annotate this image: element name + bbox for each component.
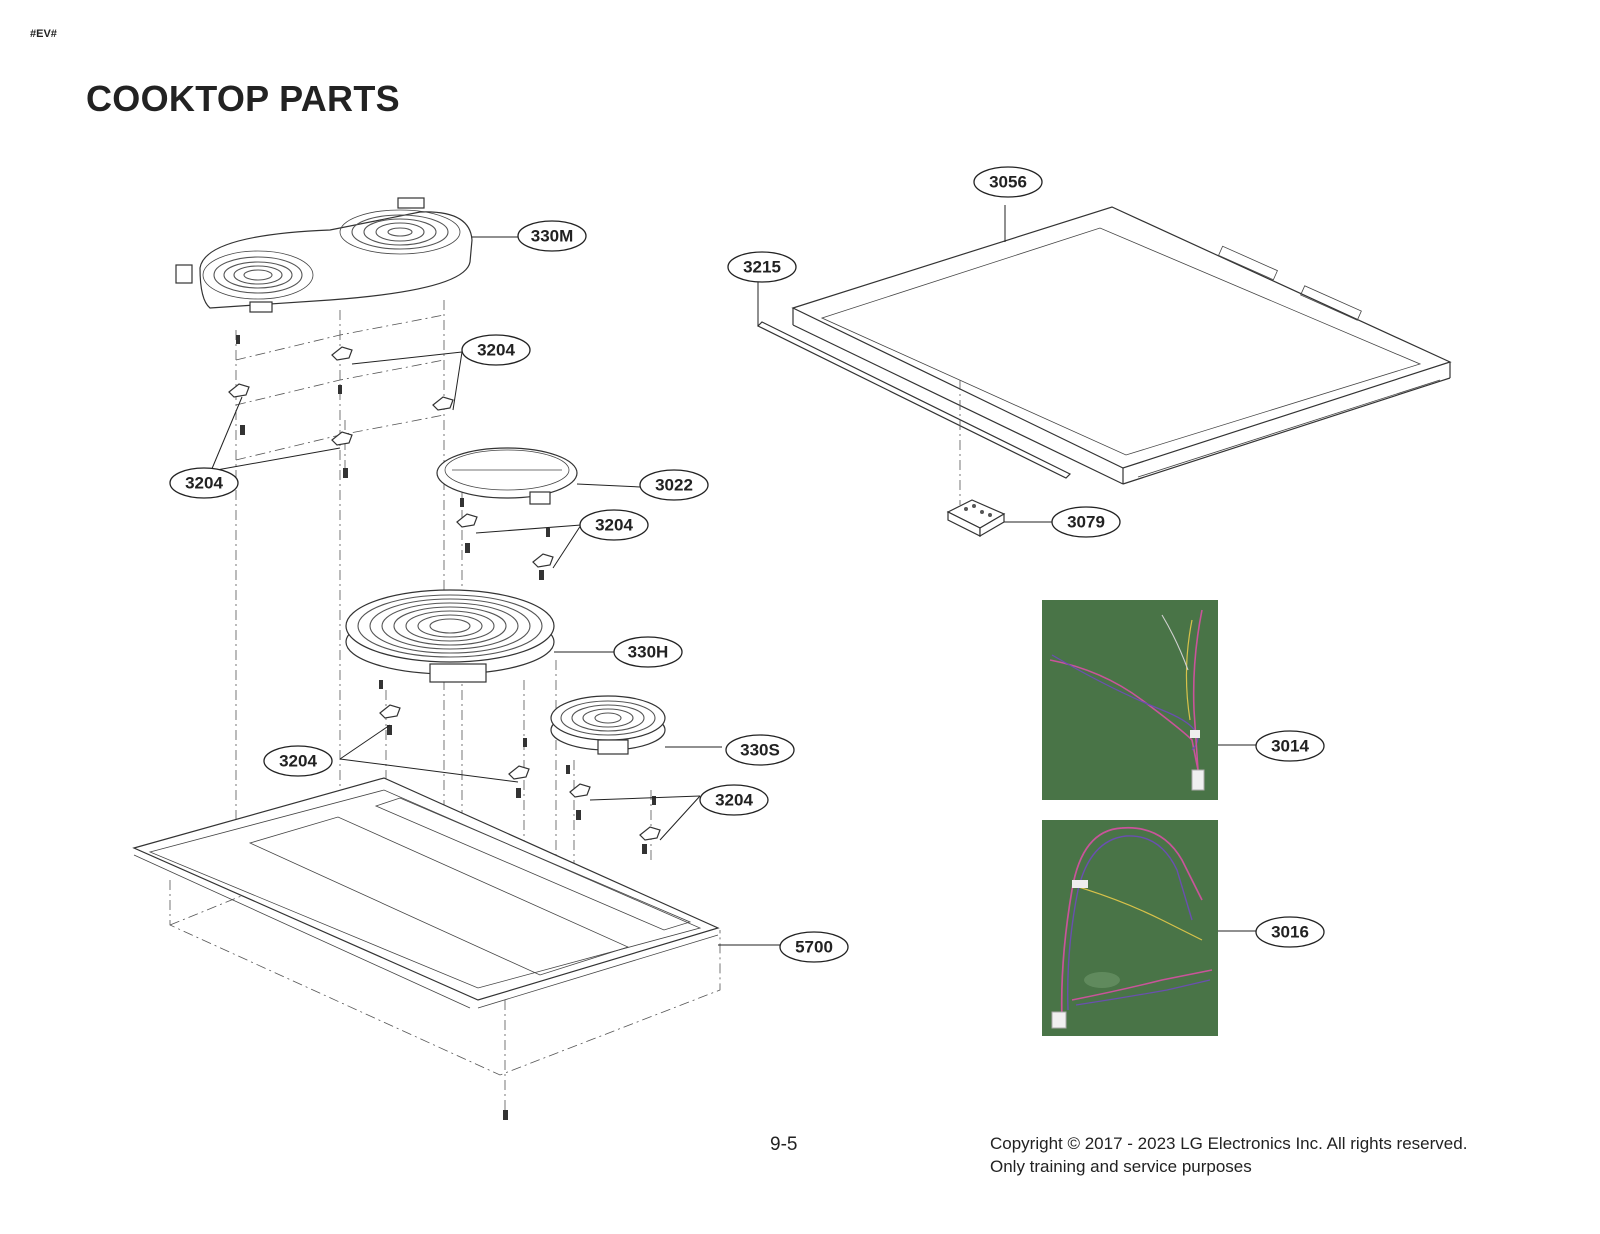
leader-lines [210, 205, 1256, 946]
callout-330h: 330H [613, 636, 683, 668]
svg-text:330S: 330S [740, 741, 780, 760]
cooktop-tray-5700[interactable] [132, 777, 720, 1009]
callout-5700: 5700 [779, 931, 849, 963]
svg-text:3056: 3056 [989, 173, 1027, 192]
svg-text:330M: 330M [531, 227, 574, 246]
radiant-element-330s[interactable] [550, 695, 666, 755]
callout-3204-right: 3204 [699, 784, 769, 816]
callout-3079: 3079 [1051, 506, 1121, 538]
glass-seal-3215[interactable] [756, 321, 1072, 479]
callout-330m: 330M [517, 220, 587, 252]
callout-3056: 3056 [973, 166, 1043, 198]
copyright-line: Copyright © 2017 - 2023 LG Electronics I… [990, 1134, 1468, 1153]
callout-3016: 3016 [1255, 916, 1325, 948]
svg-text:3016: 3016 [1271, 923, 1309, 942]
svg-text:3204: 3204 [279, 752, 317, 771]
wire-harness-photo-3016 [1042, 820, 1218, 1036]
svg-text:3014: 3014 [1271, 737, 1309, 756]
svg-text:3204: 3204 [477, 341, 515, 360]
wire-harness-photo-3014 [1042, 600, 1218, 800]
svg-text:3204: 3204 [185, 474, 223, 493]
cooktop-frame-3056[interactable] [791, 206, 1452, 485]
callout-330s: 330S [725, 734, 795, 766]
element-brackets-3204[interactable] [228, 335, 661, 1120]
svg-text:3204: 3204 [595, 516, 633, 535]
svg-text:3022: 3022 [655, 476, 693, 495]
callout-3215: 3215 [727, 251, 797, 283]
document-code: #EV# [30, 28, 57, 40]
element-ring-3022[interactable] [436, 447, 578, 505]
terminal-block-3079[interactable] [946, 499, 1006, 538]
callout-3014: 3014 [1255, 730, 1325, 762]
callout-3204-top: 3204 [461, 334, 531, 366]
page-title: COOKTOP PARTS [86, 78, 400, 119]
page-number: 9-5 [770, 1134, 798, 1155]
usage-note: Only training and service purposes [990, 1157, 1252, 1176]
callout-3204-mid: 3204 [579, 509, 649, 541]
wire-harness-3014-icon [1042, 600, 1218, 800]
svg-text:330H: 330H [628, 643, 669, 662]
dual-radiant-element-330m[interactable] [175, 197, 473, 313]
svg-text:3204: 3204 [715, 791, 753, 810]
callout-3204-lower: 3204 [263, 745, 333, 777]
callout-3204-left: 3204 [169, 467, 239, 499]
callout-3022: 3022 [639, 469, 709, 501]
radiant-element-330h[interactable] [345, 589, 555, 683]
svg-text:5700: 5700 [795, 938, 833, 957]
svg-text:3079: 3079 [1067, 513, 1105, 532]
wire-harness-3016-icon [1042, 820, 1218, 1036]
svg-text:3215: 3215 [743, 258, 781, 277]
copyright-notice: Copyright © 2017 - 2023 LG Electronics I… [990, 1132, 1467, 1178]
